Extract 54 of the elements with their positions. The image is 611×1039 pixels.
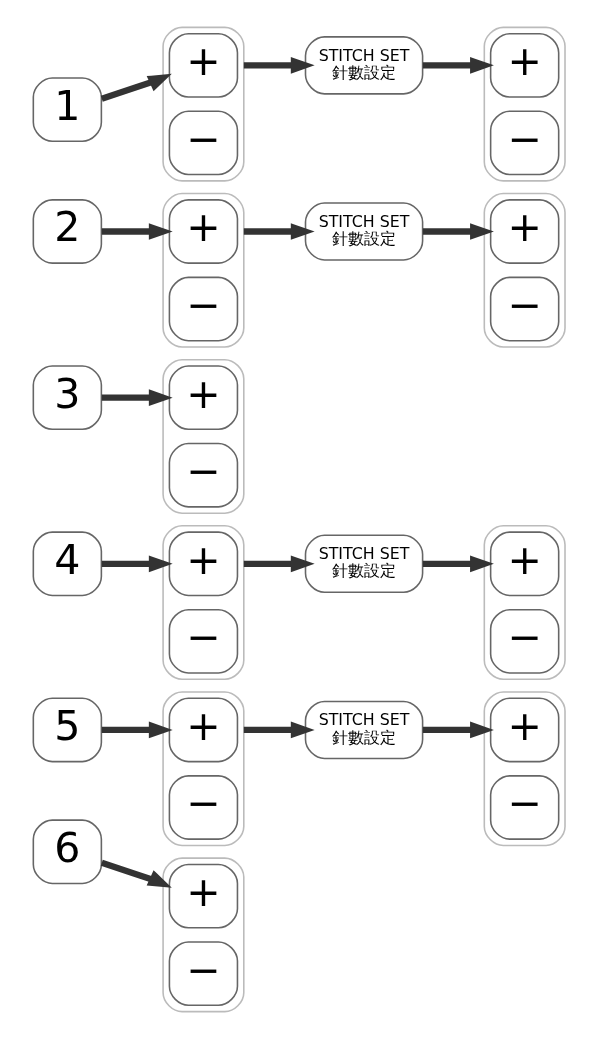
node-box: + <box>489 697 560 763</box>
node-box: STITCH SET 針數設定 <box>304 36 424 95</box>
node-box: − <box>168 110 239 176</box>
node-box: + <box>489 32 560 98</box>
node-box: STITCH SET 針數設定 <box>304 700 424 760</box>
cluster <box>162 358 245 514</box>
cluster <box>162 26 245 182</box>
node-box: + <box>168 697 239 763</box>
node-box: + <box>168 199 239 264</box>
node-box: − <box>168 442 239 508</box>
arrow <box>243 721 315 739</box>
node-box: + <box>489 531 560 597</box>
cluster <box>162 857 245 1013</box>
arrow <box>422 57 494 74</box>
arrow <box>101 389 173 406</box>
node-box: 4 <box>32 531 103 597</box>
node-box: 1 <box>32 77 103 143</box>
node-box: − <box>168 276 239 342</box>
arrow <box>422 555 494 573</box>
cluster <box>483 691 566 847</box>
arrow <box>422 223 494 240</box>
arrow <box>422 721 494 739</box>
cluster <box>162 525 245 681</box>
arrow <box>101 555 173 573</box>
node-box: + <box>168 32 239 98</box>
node-box: − <box>168 608 239 674</box>
node-box: 2 <box>32 199 103 264</box>
node-box: + <box>489 199 560 264</box>
node-box: 3 <box>32 365 103 431</box>
node-box: − <box>489 276 560 342</box>
node-box: − <box>168 775 239 840</box>
node-box: 6 <box>32 819 103 885</box>
node-box: − <box>489 775 560 840</box>
node-box: 5 <box>32 697 103 763</box>
arrow <box>101 223 173 240</box>
node-box: + <box>168 531 239 597</box>
node-box: STITCH SET 針數設定 <box>304 202 424 261</box>
cluster <box>162 691 245 847</box>
node-box: − <box>489 608 560 674</box>
arrow <box>100 859 172 888</box>
node-box: + <box>168 365 239 431</box>
node-box: + <box>168 863 239 929</box>
arrow <box>243 555 315 573</box>
arrow <box>243 57 315 74</box>
arrow <box>100 73 172 102</box>
cluster <box>483 525 566 681</box>
node-box: − <box>168 941 239 1007</box>
cluster <box>483 192 566 348</box>
cluster <box>162 192 245 348</box>
cluster <box>483 26 566 182</box>
node-box: − <box>489 110 560 176</box>
arrow <box>101 721 173 739</box>
arrow <box>243 223 315 240</box>
node-box: STITCH SET 針數設定 <box>304 534 424 594</box>
